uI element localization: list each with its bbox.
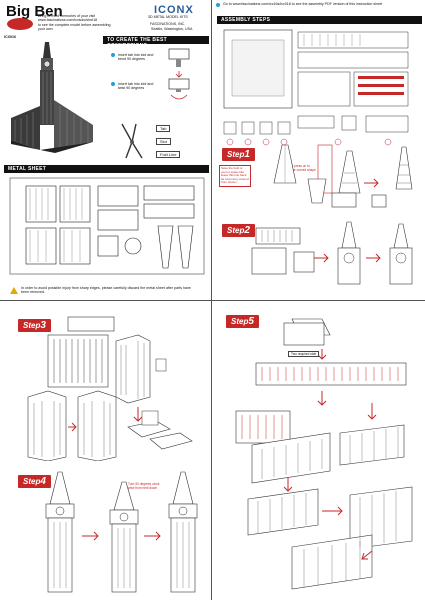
intro-line-3: to see the complete model before assembl… <box>38 22 111 32</box>
parts-overview-diagram <box>223 29 409 146</box>
tab-legend-tag: Tab <box>156 125 171 132</box>
intro-line-2: www.fascinations.com/icxsolo/shut18 <box>38 18 98 23</box>
step5-number: 5 <box>248 316 254 327</box>
sku-label: ICX016 <box>4 35 16 39</box>
step4-badge: Step4 <box>18 475 51 488</box>
fold-line-legend-tag: Fold Line <box>156 151 181 158</box>
step3-diagram <box>27 316 193 461</box>
bottom-left-panel: Step3 Step4 Turn 90 degrees clock wise f… <box>0 301 211 600</box>
step2-diagram <box>251 221 413 285</box>
step1-label: Step <box>227 150 245 159</box>
step5-note: Two required side <box>288 351 320 358</box>
logo-subtitle: 3D METAL MODEL KITS <box>148 15 188 19</box>
step1-note-text: Save the built or your is space like lea… <box>221 166 249 185</box>
warning-icon <box>10 287 18 294</box>
slot-legend-tag: Slot <box>156 138 171 145</box>
tip2-text: Insert tab into slot and twist 90 degree… <box>118 82 154 91</box>
step1-number: 1 <box>244 149 250 160</box>
step4-label: Step <box>23 477 41 486</box>
top-right-panel: Go to www.fascinations.com/icx16s/icx018… <box>212 0 425 300</box>
step5-label: Step <box>231 317 249 326</box>
bottom-right-panel: Step5 Two required side <box>212 301 425 600</box>
tip1-text: Insert tab into slot and bend 90 degrees <box>118 53 154 62</box>
step1-badge: Step1 <box>222 148 255 161</box>
top-left-panel: Big Ben Bring to mind memories of your v… <box>0 0 211 300</box>
metal-sheet-warning: In order to avoid possible injury from s… <box>21 286 191 295</box>
big-ben-model-illustration <box>11 42 93 153</box>
brand-logo-icon: ICONX <box>154 4 194 16</box>
step5-badge: Step5 <box>226 315 259 328</box>
horizontal-divider <box>0 300 425 301</box>
tips-header: TO CREATE THE BEST CONNECTIONS <box>103 36 209 49</box>
metal-sheet-header: METAL SHEET <box>4 165 209 173</box>
step3-label: Step <box>23 321 41 330</box>
step3-number: 3 <box>40 320 46 331</box>
intro-text: Bring to mind memories of your visit www… <box>38 14 118 32</box>
step4-diagram <box>45 471 198 593</box>
assembly-url-note: Go to www.fascinations.com/icx16s/icx018… <box>223 2 383 6</box>
step3-badge: Step3 <box>18 319 51 332</box>
tip2-dot <box>111 82 115 86</box>
pliers-icon <box>121 123 143 159</box>
intro-line-1: Bring to mind memories of your visit <box>38 14 96 18</box>
step5-diagram <box>235 318 413 590</box>
assembly-steps-header: ASSEMBLY STEPS <box>217 16 422 24</box>
step4-number: 4 <box>40 476 46 487</box>
tip1-dot <box>111 53 115 57</box>
step2-number: 2 <box>244 225 250 236</box>
step4-note: Turn 90 degrees clock wise from next dow… <box>128 482 160 490</box>
company-name: FASCINATIONS, INC. <box>150 22 186 26</box>
step1-diagram <box>273 144 413 208</box>
info-dot <box>216 3 220 7</box>
company-city: Seattle, Washington, USA <box>151 27 193 31</box>
page-title: Big Ben <box>6 3 63 20</box>
step2-badge: Step2 <box>222 224 255 237</box>
step2-label: Step <box>227 226 245 235</box>
step1-press-note: Gently press on to form the curved shape <box>284 164 316 172</box>
step1-note-box: Save the built or your is space like lea… <box>219 165 251 187</box>
fascinations-logo-icon <box>7 18 33 30</box>
metal-sheet-diagram <box>9 177 205 275</box>
bend-tab-diagram <box>168 48 190 100</box>
